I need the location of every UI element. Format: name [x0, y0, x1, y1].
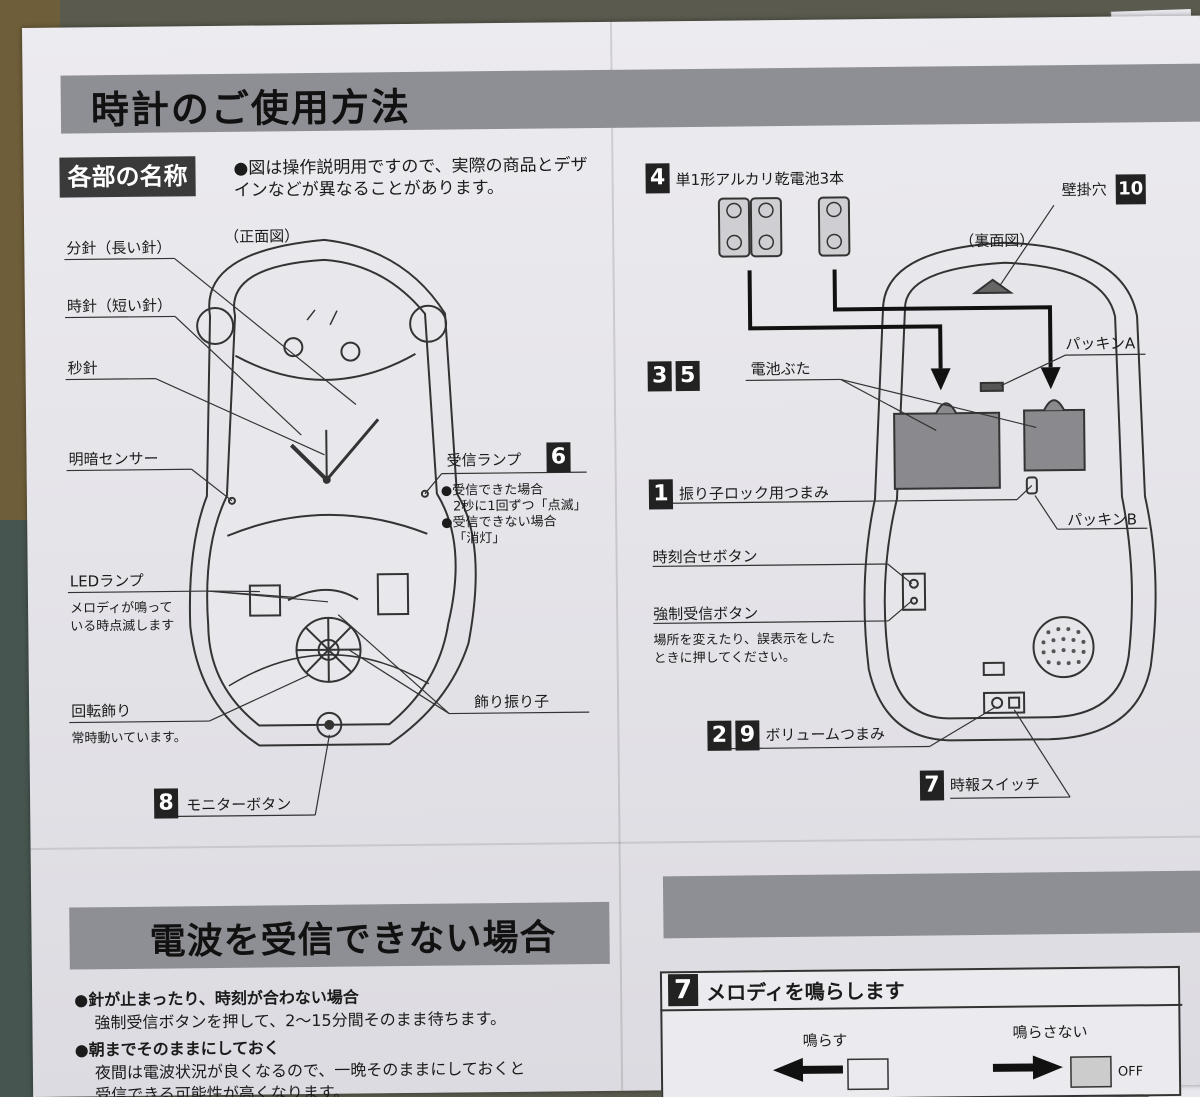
- packing-b-label: パッキンB: [1067, 510, 1138, 530]
- battery-drawing: [717, 196, 851, 258]
- item2-body-line1: 夜間は電波状況が良くなるので、一晩そのままにしておくと: [94, 1058, 526, 1083]
- item1-heading: ●針が止まったり、時刻が合わない場合: [74, 987, 359, 1010]
- pendulum-lock-label: 振り子ロック用つまみ: [678, 483, 830, 504]
- front-view-label: （正面図）: [224, 227, 300, 246]
- battery-cover-number-3: 3: [647, 361, 672, 392]
- manual-sheet: 時計のご使用方法 各部の名称 ●図は操作説明用ですので、実際の商品とデザインなど…: [22, 15, 1200, 1097]
- monitor-button-label: モニターボタン: [186, 795, 292, 815]
- battery-arrow-heads: [930, 367, 1061, 391]
- front-clock-drawing: [188, 238, 477, 747]
- item2-body-line2: 受信できる可能性が高くなります。: [95, 1082, 350, 1097]
- wall-hole-label: 壁掛穴: [1061, 180, 1107, 200]
- melody-title: メロディを鳴らします: [706, 978, 905, 1005]
- ring-label: 鳴らす: [802, 1031, 848, 1050]
- rotating-deco-label: 回転飾り: [71, 701, 132, 721]
- melody-box-header: 7 メロディを鳴らします: [659, 965, 1183, 1012]
- minute-hand-label: 分針（長い針）: [66, 238, 172, 258]
- off-label: OFF: [1117, 1064, 1144, 1080]
- clock-diagrams: [64, 196, 1157, 818]
- volume-number-2: 2: [707, 720, 732, 751]
- no-signal-title: 電波を受信できない場合: [149, 917, 557, 963]
- no-signal-band: 電波を受信できない場合: [69, 901, 610, 970]
- back-clock-drawing: [863, 241, 1157, 742]
- force-receive-desc-line1: 場所を変えたり、誤表示をした: [653, 631, 836, 649]
- battery-label: 単1形アルカリ乾電池3本: [675, 169, 845, 190]
- volume-knob-label: ボリュームつまみ: [765, 725, 886, 745]
- pendulum-lock-number: 1: [648, 479, 674, 510]
- right-lower-band: [662, 870, 1200, 939]
- led-desc-line2: いる時点滅します: [70, 618, 175, 635]
- item2-heading: ●朝までそのままにしておく: [74, 1038, 280, 1060]
- no-ring-label: 鳴らさない: [1012, 1022, 1088, 1042]
- second-hand-label: 秒針: [67, 359, 98, 378]
- melody-box: 7 メロディを鳴らします 鳴らす 鳴らさない OFF: [659, 965, 1183, 1097]
- receive-ng-detail: 「消灯」: [453, 530, 506, 547]
- chime-switch-label: 時報スイッチ: [949, 775, 1041, 795]
- packing-a-label: パッキンA: [1065, 334, 1136, 354]
- melody-number: 7: [667, 973, 699, 1007]
- switch-arrows: [772, 1055, 1112, 1091]
- pendulum-deco-label: 飾り振り子: [473, 692, 550, 712]
- battery-cover-label: 電池ぶた: [750, 359, 811, 379]
- monitor-button-number: 8: [153, 788, 179, 819]
- light-sensor-label: 明暗センサー: [68, 449, 159, 469]
- battery-cover-number-5: 5: [675, 360, 700, 392]
- chime-switch-number: 7: [919, 770, 945, 801]
- item1-body: 強制受信ボタンを押して、2～15分間そのまま待ちます。: [94, 1008, 507, 1033]
- volume-number-9: 9: [735, 720, 760, 751]
- battery-number: 4: [645, 163, 670, 194]
- time-set-button-label: 時刻合せボタン: [652, 547, 758, 567]
- wall-hole-number: 10: [1115, 174, 1146, 205]
- back-view-label: （裏面図）: [959, 231, 1035, 251]
- rotating-deco-desc: 常時動いています。: [71, 730, 187, 747]
- hour-hand-label: 時針（短い針）: [66, 296, 173, 316]
- force-receive-desc-line2: ときに押してください。: [653, 649, 796, 667]
- force-receive-button-label: 強制受信ボタン: [653, 604, 759, 624]
- receive-lamp-label: 受信ランプ: [446, 450, 522, 470]
- battery-arrows: [747, 269, 1053, 369]
- back-leader-lines: [652, 204, 1148, 799]
- led-lamp-label: LEDランプ: [69, 571, 144, 591]
- receive-lamp-number: 6: [546, 442, 571, 473]
- led-desc-line1: メロディが鳴って: [70, 600, 173, 617]
